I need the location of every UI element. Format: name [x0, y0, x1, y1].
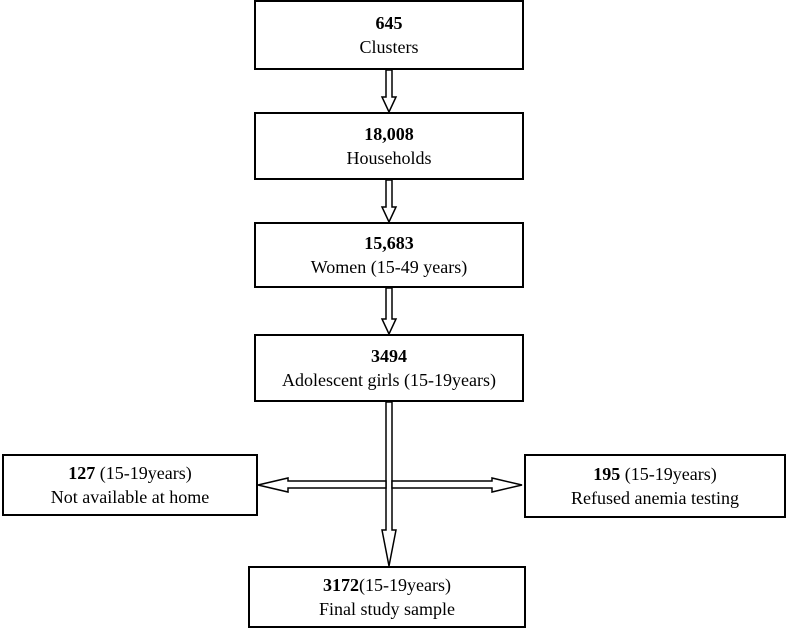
not-available-count: 127 [68, 463, 96, 483]
final-count: 3172 [323, 575, 360, 595]
clusters-box: 645 Clusters [254, 0, 524, 70]
adolescent-girls-label: Adolescent girls (15-19years) [282, 370, 496, 390]
households-box: 18,008 Households [254, 112, 524, 180]
arrow-girls-to-final [381, 401, 397, 567]
arrow-women-to-girls [380, 287, 398, 336]
refused-count: 195 [593, 464, 621, 484]
arrow-households-to-women [380, 179, 398, 224]
refused-age-range: (15-19years) [620, 464, 717, 484]
adolescent-girls-count: 3494 [371, 346, 407, 366]
not-available-box: 127 (15-19years) Not available at home [2, 454, 258, 516]
final-label: Final study sample [319, 599, 455, 619]
refused-label: Refused anemia testing [571, 488, 739, 508]
arrow-to-not-available [257, 477, 387, 493]
final-age-range: (15-19years) [359, 575, 451, 595]
women-box: 15,683 Women (15-49 years) [254, 222, 524, 288]
arrow-to-refused [391, 477, 523, 493]
final-sample-box: 3172(15-19years) Final study sample [248, 566, 526, 628]
not-available-label: Not available at home [50, 487, 210, 507]
households-label: Households [346, 148, 432, 168]
clusters-label: Clusters [359, 37, 419, 57]
households-count: 18,008 [364, 124, 414, 144]
refused-testing-box: 195 (15-19years) Refused anemia testing [524, 454, 786, 518]
women-label: Women (15-49 years) [310, 257, 468, 277]
not-available-age-range: (15-19years) [95, 463, 192, 483]
adolescent-girls-box: 3494 Adolescent girls (15-19years) [254, 334, 524, 402]
refused-heading: 195 (15-19years) [593, 462, 716, 486]
not-available-heading: 127 (15-19years) [68, 461, 191, 485]
arrow-clusters-to-households [380, 69, 398, 114]
final-heading: 3172(15-19years) [323, 573, 451, 597]
women-count: 15,683 [364, 233, 414, 253]
clusters-count: 645 [375, 13, 403, 33]
